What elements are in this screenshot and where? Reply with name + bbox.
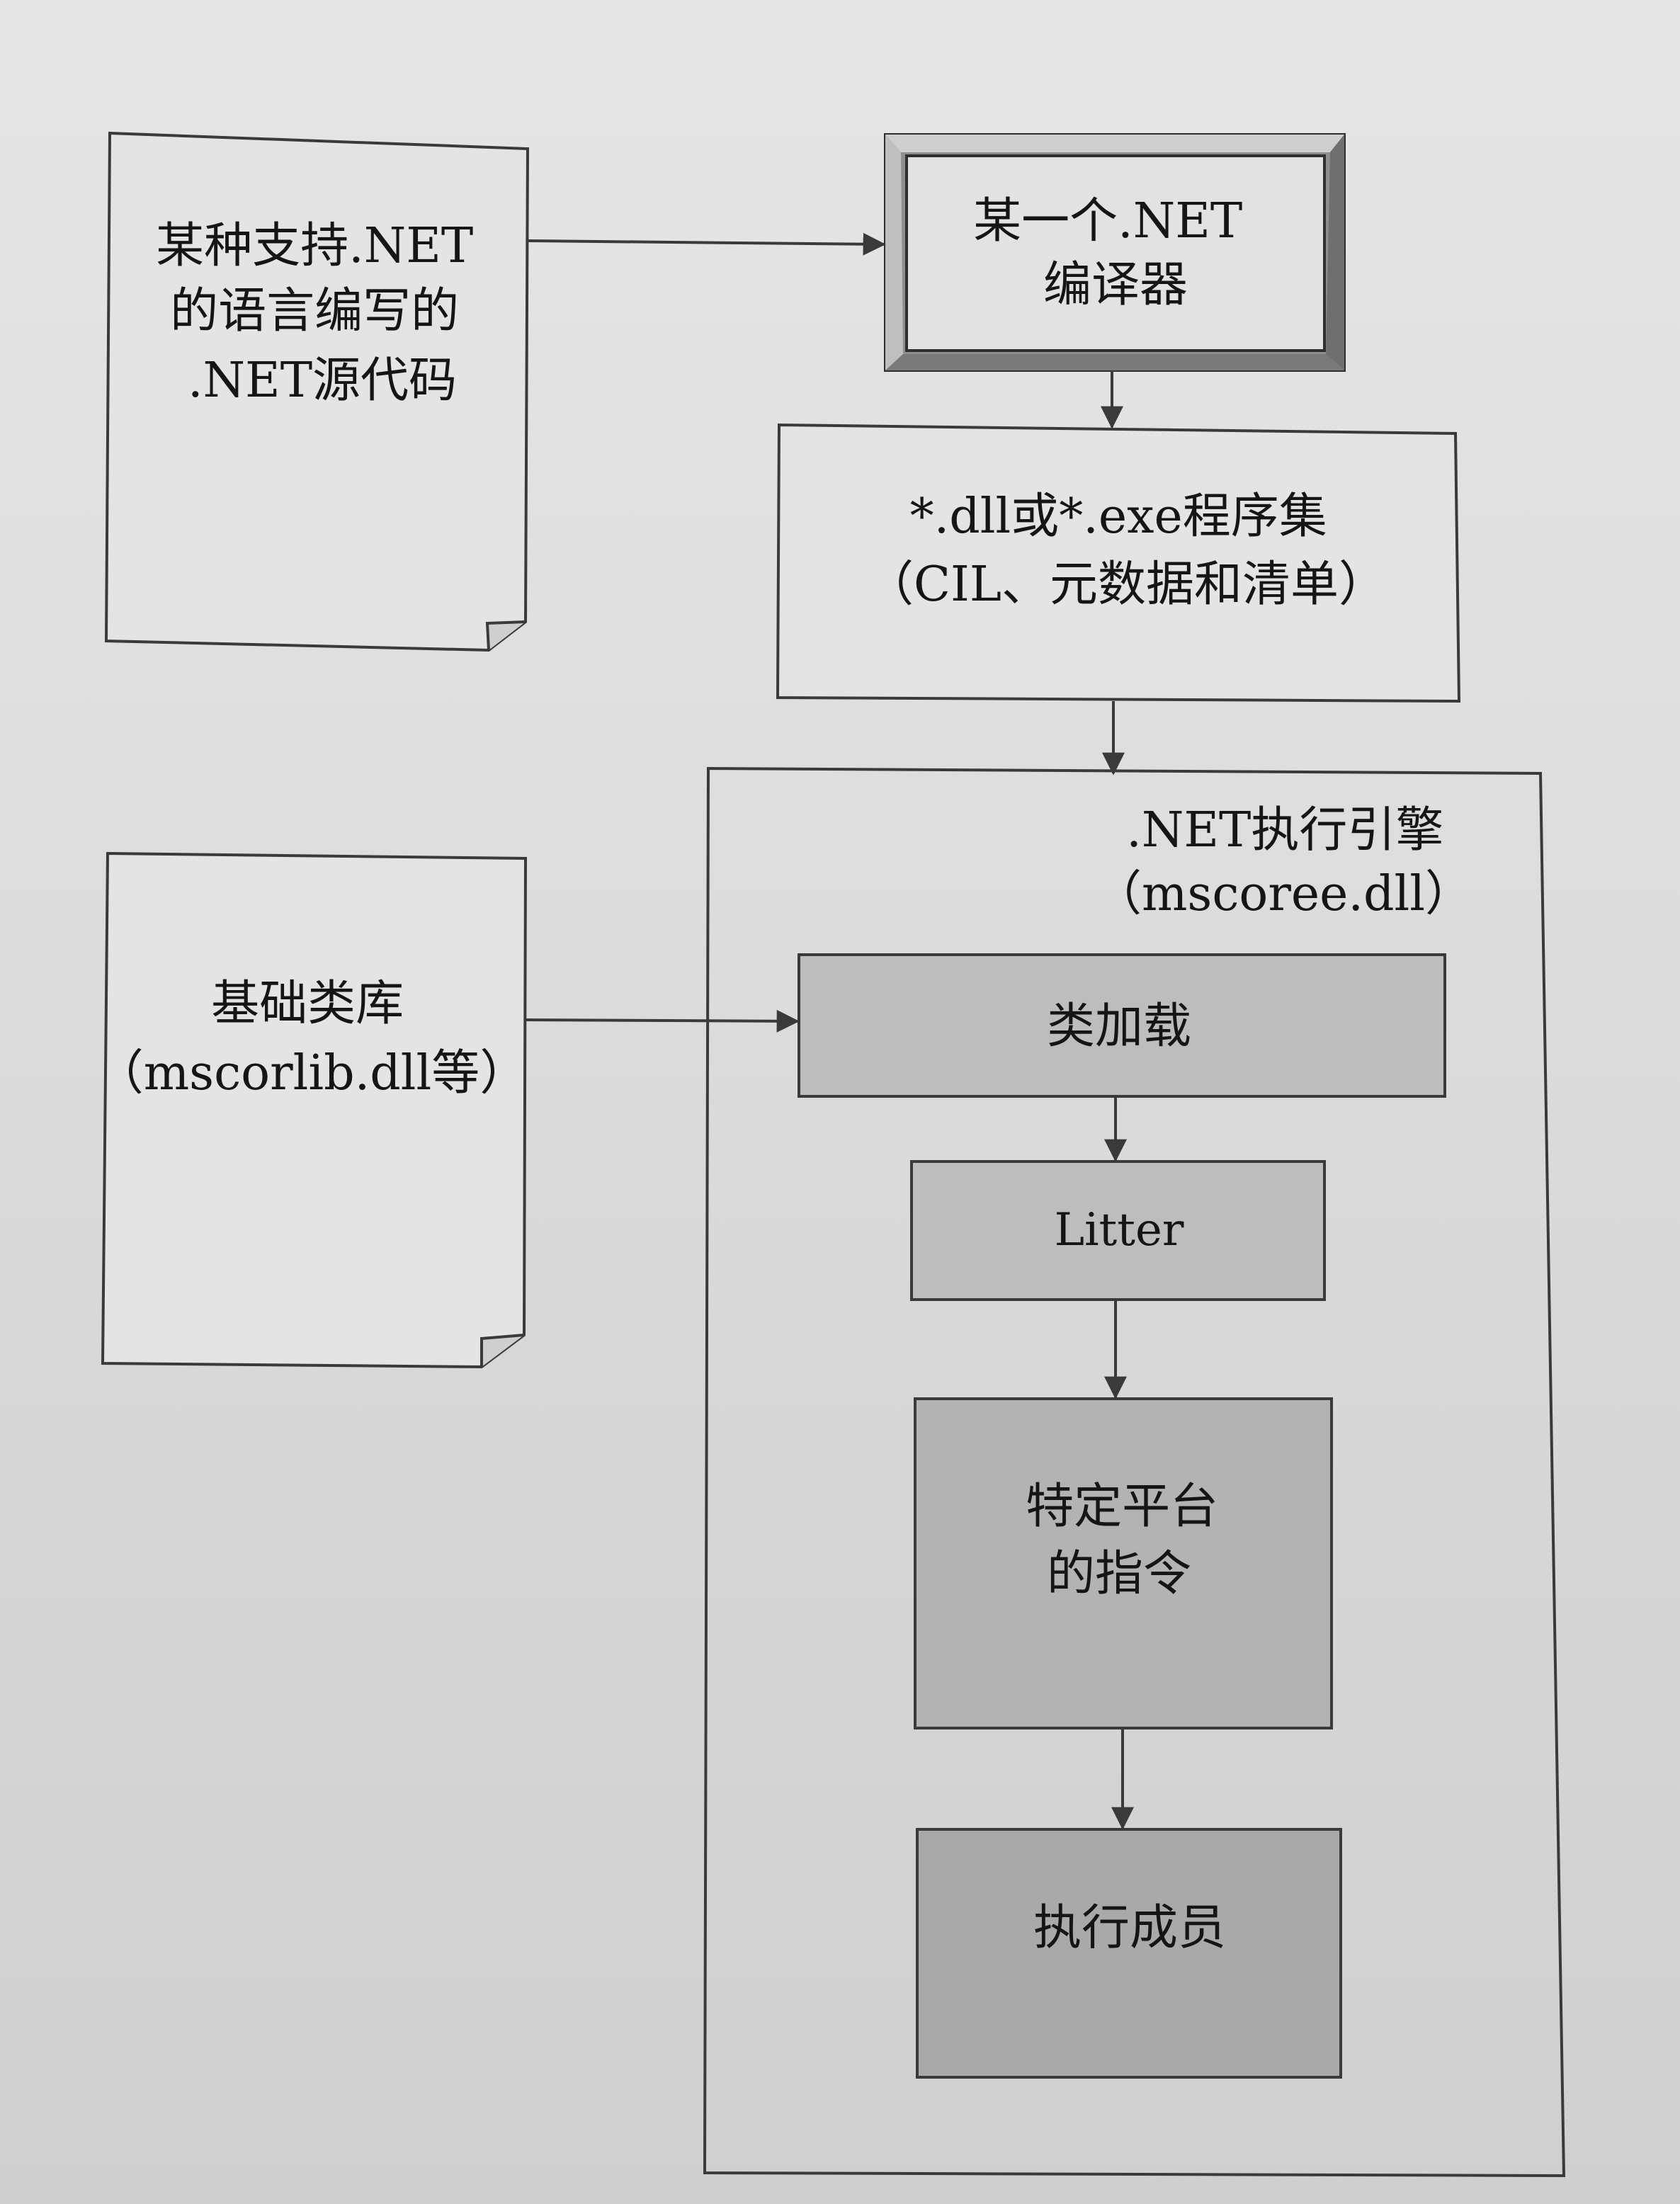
source-code-document: 某种支持.NET 的语言编写的 .NET源代码: [104, 131, 530, 652]
platform-instructions-line-1: 特定平台: [1026, 1479, 1218, 1535]
arrow-source-to-compiler: [527, 232, 886, 256]
platform-instructions-box: 特定平台 的指令: [914, 1397, 1333, 1729]
svg-text:某种支持.NET 的语言编写的 .N: 某种支持.NET 的语言编写的 .NET源代码: [156, 218, 489, 409]
svg-text:某一个.NET 编译器: 某一个.NET 编译器: [973, 193, 1258, 313]
svg-text:.NET执行引擎 （mscoree.dll）: .NET执行引擎 （mscoree.dll）: [1094, 802, 1473, 922]
class-loader-label: 类加载: [1047, 999, 1191, 1055]
assembly-line-2: （CIL、元数据和清单）: [865, 557, 1387, 613]
execute-member-label: 执行成员: [1033, 1900, 1226, 1956]
class-loader-box: 类加载: [798, 953, 1446, 1098]
svg-text:*.dll或*.exe程序集 （CIL、元数据和: *.dll或*.exe程序集 （CIL、元数据和清单）: [865, 489, 1387, 613]
jitter-box: Litter: [910, 1160, 1326, 1301]
compiler-line-1: 某一个.NET: [973, 193, 1242, 249]
jitter-label: Litter: [1055, 1204, 1184, 1256]
base-library-line-1: 基础类库: [211, 976, 404, 1032]
source-code-line-2: 的语言编写的: [170, 283, 459, 339]
compiler-box: 某一个.NET 编译器: [884, 133, 1346, 372]
execute-member-box: 执行成员: [916, 1828, 1342, 2079]
base-library-line-2: （mscorlib.dll等）: [96, 1045, 528, 1101]
svg-text:特定平台 的指令: 特定平台 的指令: [1026, 1479, 1234, 1602]
source-code-line-3: .NET源代码: [188, 353, 457, 409]
execution-engine-container: .NET执行引擎 （mscoree.dll）: [703, 766, 1566, 2178]
assembly-box: *.dll或*.exe程序集 （CIL、元数据和清单）: [776, 423, 1461, 703]
svg-text:执行成员: 执行成员: [1033, 1900, 1226, 1956]
source-code-line-1: 某种支持.NET: [156, 218, 473, 274]
compiler-line-2: 编译器: [1043, 257, 1188, 313]
svg-text:类加载: 类加载: [1047, 999, 1191, 1055]
platform-instructions-line-2: 的指令: [1047, 1546, 1191, 1602]
assembly-line-1: *.dll或*.exe程序集: [910, 489, 1327, 545]
base-library-document: 基础类库 （mscorlib.dll等）: [96, 851, 528, 1369]
svg-text:基础类库 （mscorlib.dll等）: 基础类库 （mscorlib.dll等）: [96, 976, 528, 1101]
engine-line-2: （mscoree.dll）: [1094, 866, 1473, 922]
engine-line-1: .NET执行引擎: [1126, 802, 1443, 858]
arrow-library-to-class-loader: [525, 1009, 800, 1033]
svg-text:Litter: Litter: [1055, 1204, 1184, 1256]
